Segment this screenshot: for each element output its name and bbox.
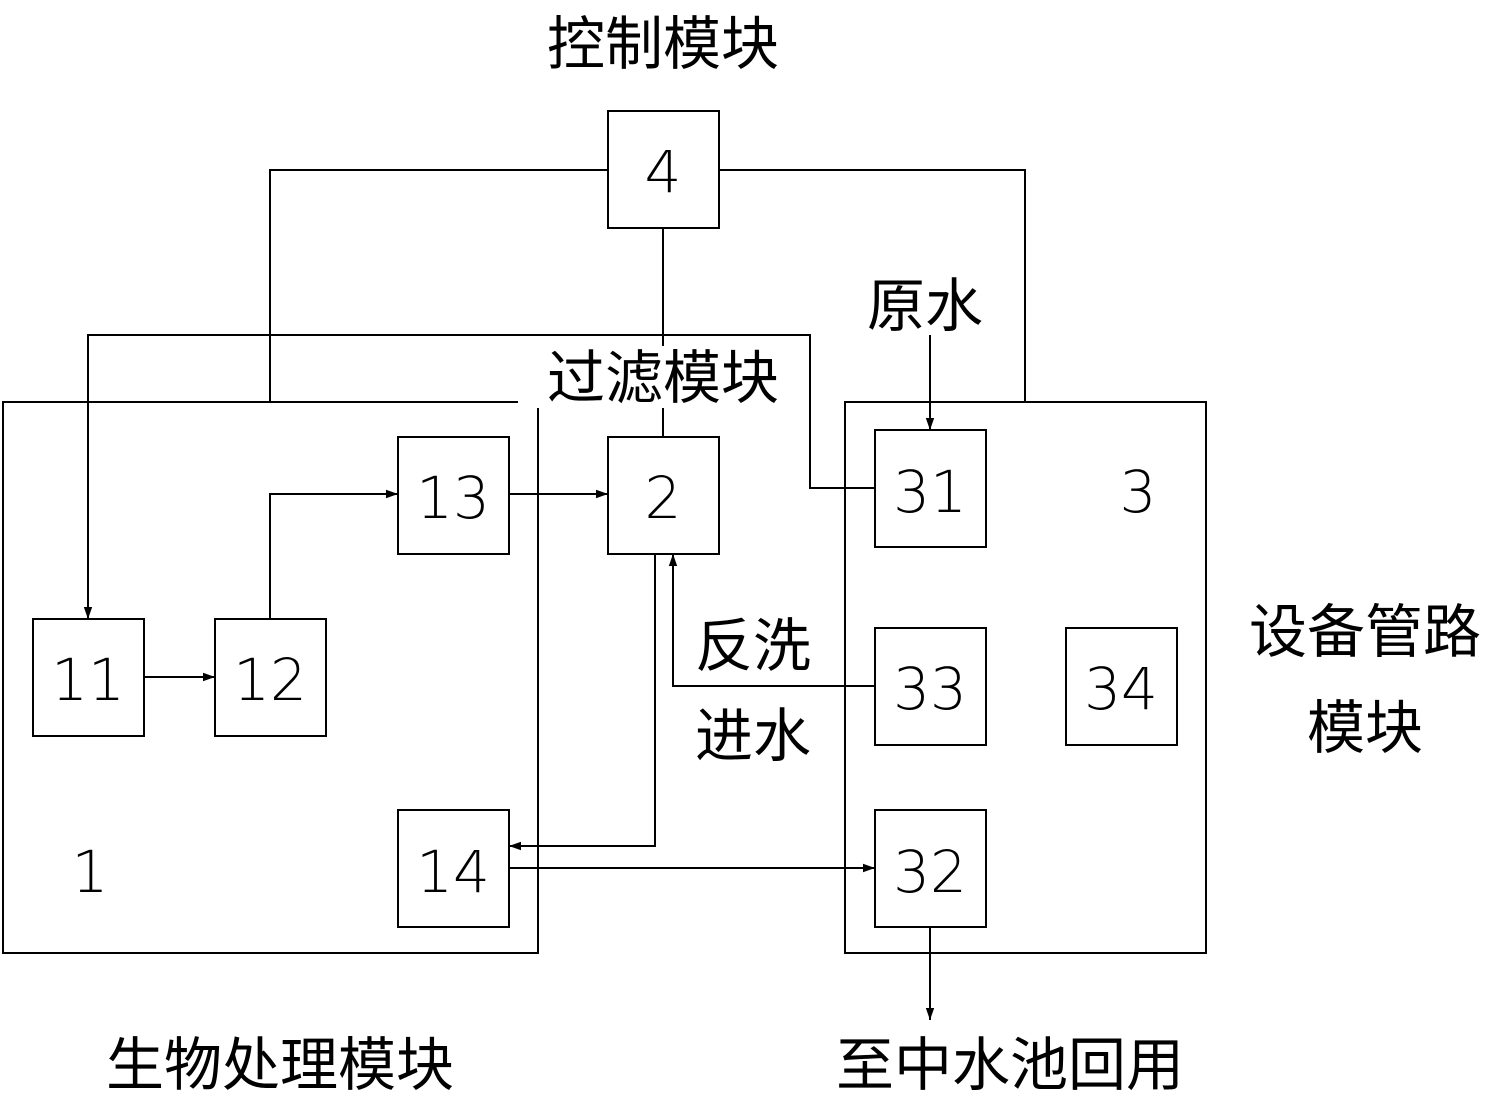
control-line-to-bio	[269, 169, 608, 402]
node-3: 3	[1120, 458, 1157, 526]
node-31: 31	[893, 458, 967, 526]
raw-water-label: 原水	[867, 272, 983, 340]
backwash-label-line1: 反洗	[695, 612, 811, 680]
filter-module-label: 过滤模块	[547, 344, 779, 412]
node-33: 33	[893, 655, 967, 723]
node-32: 32	[893, 838, 967, 906]
flow-2-to-14	[509, 554, 656, 851]
node-34: 34	[1084, 655, 1158, 723]
equipment-module-label-line2: 模块	[1307, 694, 1423, 762]
node-2: 2	[645, 464, 682, 532]
backwash-label-line2: 进水	[695, 702, 811, 770]
bio-module-label: 生物处理模块	[106, 1031, 454, 1096]
flow-12-to-13	[269, 489, 398, 619]
box-13	[397, 436, 510, 555]
reuse-label: 至中水池回用	[836, 1031, 1184, 1096]
equipment-module-label-line1: 设备管路	[1249, 598, 1481, 666]
filter-label-mask	[518, 346, 808, 408]
box-34	[1065, 627, 1178, 746]
node-14: 14	[416, 838, 490, 906]
node-12: 12	[233, 646, 307, 714]
node-11: 11	[51, 646, 125, 714]
control-line-to-equipment	[719, 169, 1026, 402]
node-4: 4	[645, 138, 682, 206]
node-13: 13	[416, 464, 490, 532]
node-1: 1	[72, 838, 109, 906]
control-module-label: 控制模块	[547, 10, 779, 78]
backwash-33-to-2	[668, 554, 875, 687]
feed-line-31-to-11	[83, 334, 875, 619]
